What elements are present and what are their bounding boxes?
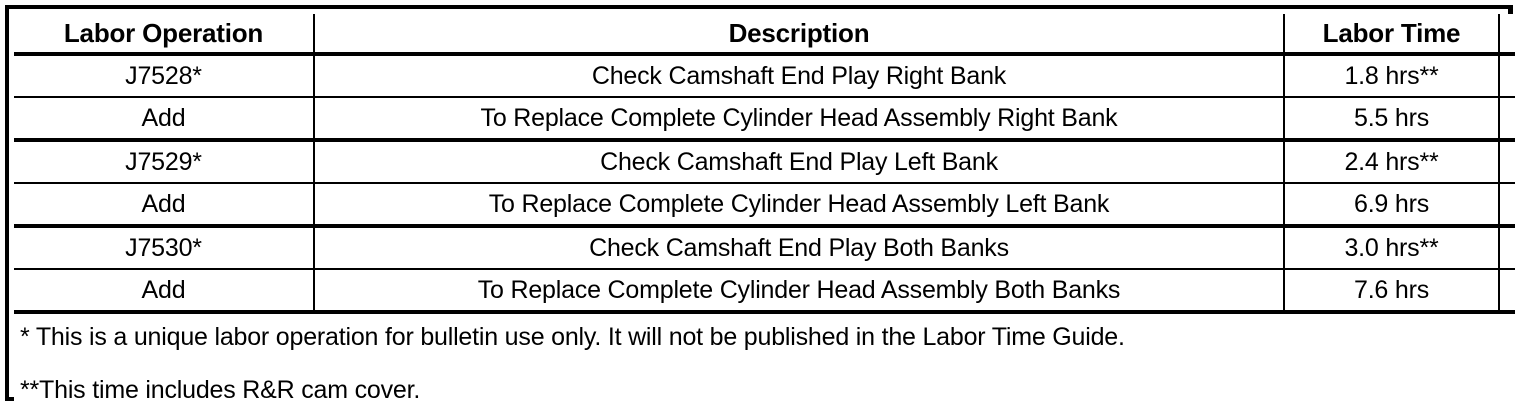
cell-labor-operation: J7530* (14, 226, 315, 270)
column-header-labor-operation: Labor Operation (14, 14, 315, 56)
cell-description: Check Camshaft End Play Left Bank (313, 140, 1285, 184)
table-header-row: Labor Operation Description Labor Time (14, 14, 1515, 56)
cell-spacer (1498, 140, 1515, 184)
table-footnote-row: * This is a unique labor operation for b… (14, 312, 1515, 408)
footnote-cell: * This is a unique labor operation for b… (14, 312, 1515, 408)
table-outer-frame: Labor Operation Description Labor Time J… (5, 5, 1515, 408)
cell-labor-time: 5.5 hrs (1283, 97, 1500, 142)
cell-spacer (1498, 54, 1515, 98)
table-header: Labor Operation Description Labor Time (14, 14, 1515, 56)
cell-spacer (1498, 97, 1515, 142)
column-header-spacer (1498, 14, 1515, 56)
column-header-labor-time: Labor Time (1283, 14, 1500, 56)
column-header-description: Description (313, 14, 1285, 56)
cell-description: Check Camshaft End Play Right Bank (313, 54, 1285, 98)
table-row: J7530* Check Camshaft End Play Both Bank… (14, 226, 1515, 270)
cell-labor-time: 3.0 hrs** (1283, 226, 1500, 270)
cell-labor-operation: Add (14, 183, 315, 228)
cell-labor-operation: J7528* (14, 54, 315, 98)
cell-description: To Replace Complete Cylinder Head Assemb… (313, 269, 1285, 314)
cell-description: Check Camshaft End Play Both Banks (313, 226, 1285, 270)
table-row: Add To Replace Complete Cylinder Head As… (14, 97, 1515, 142)
cell-labor-operation: Add (14, 269, 315, 314)
labor-operation-table: Labor Operation Description Labor Time J… (14, 14, 1515, 408)
cell-spacer (1498, 269, 1515, 314)
table-row: J7529* Check Camshaft End Play Left Bank… (14, 140, 1515, 184)
footnote-single-asterisk: * This is a unique labor operation for b… (20, 323, 1125, 351)
cell-description: To Replace Complete Cylinder Head Assemb… (313, 97, 1285, 142)
cell-labor-operation: Add (14, 97, 315, 142)
table-row: Add To Replace Complete Cylinder Head As… (14, 183, 1515, 228)
table-row: Add To Replace Complete Cylinder Head As… (14, 269, 1515, 314)
cell-labor-time: 6.9 hrs (1283, 183, 1500, 228)
cell-labor-time: 2.4 hrs** (1283, 140, 1500, 184)
table-body: J7528* Check Camshaft End Play Right Ban… (14, 54, 1515, 408)
table-row: J7528* Check Camshaft End Play Right Ban… (14, 54, 1515, 98)
cell-spacer (1498, 226, 1515, 270)
cell-spacer (1498, 183, 1515, 228)
footnote-double-asterisk: **This time includes R&R cam cover. (20, 376, 421, 405)
cell-description: To Replace Complete Cylinder Head Assemb… (313, 183, 1285, 228)
cell-labor-operation: J7529* (14, 140, 315, 184)
cell-labor-time: 7.6 hrs (1283, 269, 1500, 314)
cell-labor-time: 1.8 hrs** (1283, 54, 1500, 98)
